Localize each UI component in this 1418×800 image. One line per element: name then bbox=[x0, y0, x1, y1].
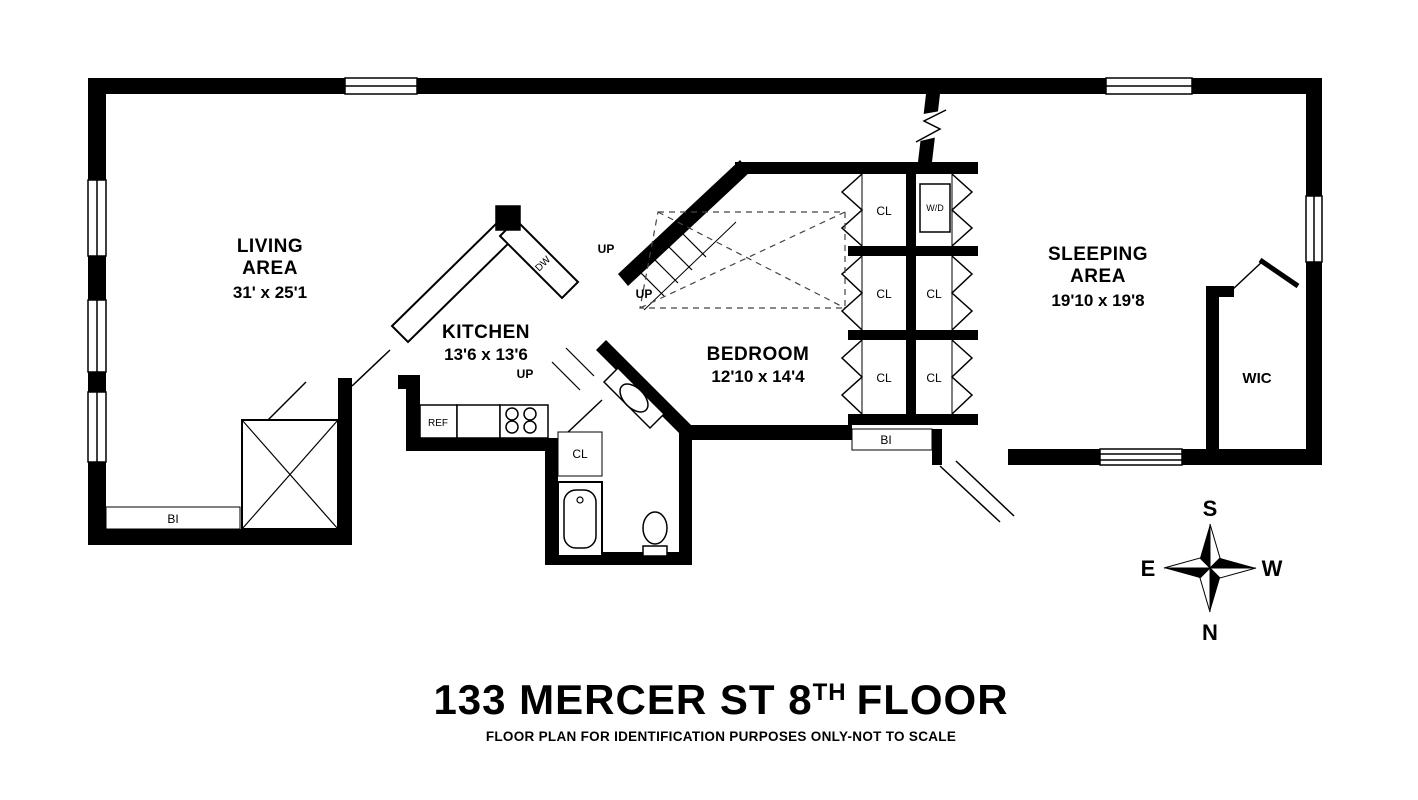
kitchen-counter-dw bbox=[498, 218, 580, 300]
kitchen-dims: 13'6 x 13'6 bbox=[444, 345, 528, 364]
toilet-tank bbox=[642, 545, 668, 557]
bifold-door bbox=[950, 255, 974, 331]
doors-and-lines bbox=[267, 257, 1300, 523]
closet-label: CL bbox=[876, 204, 892, 218]
compass-south-label: S bbox=[1203, 496, 1218, 521]
bifold-door bbox=[950, 339, 974, 415]
bifold-door bbox=[950, 173, 974, 247]
built-in-label: BI bbox=[167, 512, 178, 526]
burner-icon bbox=[523, 407, 537, 421]
sink-basin bbox=[619, 383, 649, 413]
bathtub-inner bbox=[563, 489, 597, 549]
sleeping-area-label-line1: SLEEPING bbox=[1048, 244, 1148, 265]
kitchen-fixtures bbox=[390, 205, 580, 439]
closet-label: CL bbox=[572, 447, 588, 461]
plan-title-suffix: FLOOR bbox=[857, 676, 1009, 723]
up-label: UP bbox=[598, 242, 615, 256]
plan-subtitle: FLOOR PLAN FOR IDENTIFICATION PURPOSES O… bbox=[486, 729, 956, 744]
bathroom-fixtures bbox=[557, 366, 668, 557]
compass-east-label: E bbox=[1141, 556, 1156, 581]
closet-label: CL bbox=[876, 287, 892, 301]
burner-icon bbox=[523, 420, 537, 434]
windows bbox=[87, 77, 1323, 466]
bifold-door bbox=[840, 339, 864, 415]
bifold-door bbox=[840, 173, 864, 247]
room-labels: LIVING AREA 31' x 25'1 KITCHEN 13'6 x 13… bbox=[233, 236, 1272, 387]
closet-bank bbox=[840, 173, 974, 415]
feature-labels: CL CL CL CL CL CL W/D BI BI UP UP UP REF… bbox=[167, 203, 944, 526]
cabinet bbox=[456, 404, 501, 439]
up-label: UP bbox=[636, 287, 653, 301]
refrigerator-label: REF bbox=[428, 418, 448, 429]
built-in-hall bbox=[851, 428, 933, 451]
bifold-door bbox=[840, 255, 864, 331]
built-in-label: BI bbox=[880, 433, 891, 447]
closet-label: CL bbox=[926, 371, 942, 385]
closet-label: CL bbox=[876, 371, 892, 385]
wic-label: WIC bbox=[1242, 370, 1271, 387]
plan-title-prefix: 133 MERCER ST 8 bbox=[433, 676, 812, 723]
stairs bbox=[551, 221, 737, 391]
burner-icon bbox=[505, 407, 519, 421]
kitchen-label: KITCHEN bbox=[442, 322, 530, 343]
plan-title: 133 MERCER ST 8TH FLOOR bbox=[433, 676, 1008, 723]
living-area-label-line2: AREA bbox=[242, 258, 298, 279]
wall-break-symbol bbox=[912, 109, 950, 143]
compass-rose: S N E W bbox=[1141, 496, 1283, 645]
closet-label: CL bbox=[926, 287, 942, 301]
up-label: UP bbox=[517, 367, 534, 381]
bedroom-label: BEDROOM bbox=[707, 344, 810, 365]
sleeping-area-dims: 19'10 x 19'8 bbox=[1051, 291, 1144, 310]
elevator-shaft bbox=[241, 419, 339, 530]
sleeping-area-label-line2: AREA bbox=[1070, 266, 1126, 287]
refrigerator bbox=[419, 404, 458, 439]
washer-dryer-label: W/D bbox=[926, 203, 944, 213]
built-ins bbox=[105, 428, 933, 530]
title-block: 133 MERCER ST 8TH FLOOR FLOOR PLAN FOR ID… bbox=[433, 676, 1008, 744]
plan-title-superscript: TH bbox=[813, 679, 847, 706]
living-area-label-line1: LIVING bbox=[237, 236, 303, 257]
washer-dryer-unit bbox=[919, 183, 951, 233]
built-in-left bbox=[105, 506, 241, 530]
bathroom-closet bbox=[557, 431, 603, 477]
counter-column bbox=[495, 205, 521, 231]
living-area-dims: 31' x 25'1 bbox=[233, 283, 307, 302]
dashed-loft-area bbox=[639, 211, 846, 309]
compass-north-label: N bbox=[1202, 620, 1218, 645]
toilet bbox=[642, 511, 668, 545]
compass-west-label: W bbox=[1262, 556, 1283, 581]
bedroom-dims: 12'10 x 14'4 bbox=[711, 367, 805, 386]
burner-icon bbox=[505, 420, 519, 434]
drain-icon bbox=[576, 496, 584, 504]
